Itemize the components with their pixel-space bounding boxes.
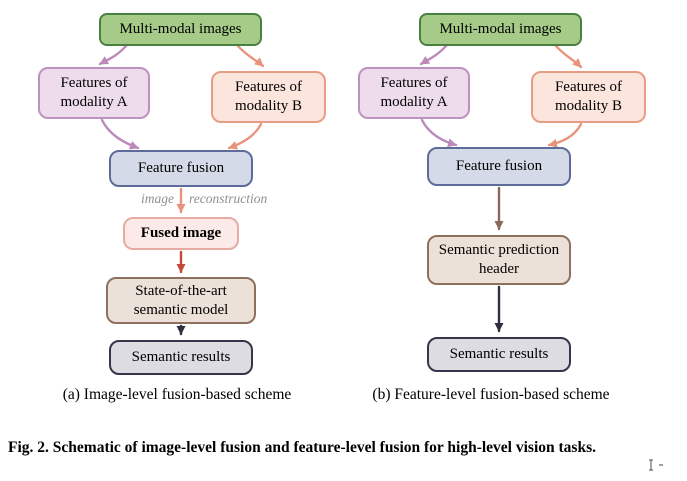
- node-b-features-modality-a: Features of modality A: [358, 67, 470, 119]
- arrow-b-multimodal-to-features-a: [419, 44, 448, 66]
- edge-label-image: image: [141, 191, 174, 206]
- node-a-semantic-results: Semantic results: [109, 340, 253, 375]
- node-b-semantic-results: Semantic results: [427, 337, 571, 372]
- arrows-layer: [98, 44, 583, 336]
- node-a-semantic-model: State-of-the-art semantic model: [106, 277, 256, 324]
- node-a-features-modality-a: Features of modality A: [38, 67, 150, 119]
- node-a-feature-fusion: Feature fusion: [109, 150, 253, 187]
- arrow-b-multimodal-to-features-b: [554, 44, 583, 69]
- figure-caption-label: Fig. 2.: [8, 439, 49, 456]
- arrow-a-multimodal-to-features-a: [98, 44, 128, 66]
- arrow-a-features-a-to-fusion: [100, 118, 140, 150]
- node-b-features-modality-b: Features of modality B: [531, 71, 646, 123]
- node-b-feature-fusion: Feature fusion: [427, 147, 571, 186]
- node-a-multimodal-images: Multi-modal images: [99, 13, 262, 46]
- figure-caption-text: Schematic of image-level fusion and feat…: [52, 439, 596, 456]
- panel-a-caption: (a) Image-level fusion-based scheme: [62, 386, 292, 403]
- node-b-multimodal-images: Multi-modal images: [419, 13, 582, 46]
- figure-caption: Fig. 2. Schematic of image-level fusion …: [8, 437, 677, 458]
- cursor-artifact-icon: [649, 459, 663, 471]
- arrow-b-features-b-to-fusion: [547, 122, 583, 148]
- arrow-a-multimodal-to-features-b: [236, 44, 265, 68]
- arrow-a-features-b-to-fusion: [227, 122, 263, 150]
- node-a-features-modality-b: Features of modality B: [211, 71, 326, 123]
- arrow-b-features-a-to-fusion: [420, 118, 458, 148]
- edge-label-reconstruction: reconstruction: [189, 191, 268, 206]
- panel-b-caption: (b) Feature-level fusion-based scheme: [372, 386, 610, 403]
- node-a-fused-image: Fused image: [123, 217, 239, 250]
- node-b-semantic-prediction-header: Semantic prediction header: [427, 235, 571, 285]
